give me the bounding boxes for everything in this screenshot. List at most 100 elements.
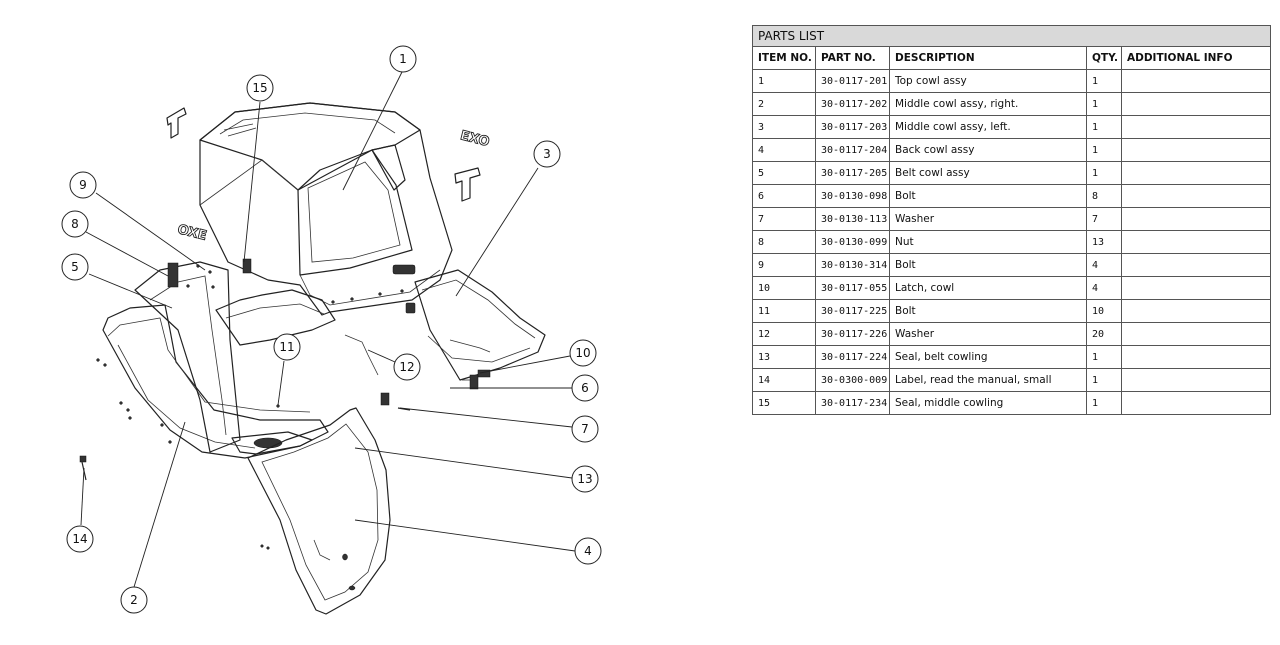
cell-part-no: 30-0117-204 — [815, 138, 890, 162]
balloon-14: 14 — [66, 525, 94, 553]
cell-qty: 1 — [1086, 138, 1122, 162]
cell-additional-info — [1120, 276, 1272, 300]
cell-additional-info — [1120, 299, 1272, 323]
cell-qty: 1 — [1086, 92, 1122, 116]
cell-additional-info — [1120, 92, 1272, 116]
cell-qty: 7 — [1086, 207, 1122, 231]
svg-text:9: 9 — [79, 178, 87, 192]
cell-description: Seal, middle cowling — [889, 391, 1087, 415]
balloon-13: 13 — [571, 465, 599, 493]
cell-description: Bolt — [889, 253, 1087, 277]
parts-list-header-row: ITEM NO. PART NO. DESCRIPTION QTY. ADDIT… — [752, 46, 1272, 70]
balloon-5: 5 — [61, 253, 89, 281]
cell-item-no: 1 — [752, 69, 816, 93]
svg-text:10: 10 — [575, 346, 590, 360]
cell-part-no: 30-0117-201 — [815, 69, 890, 93]
cell-additional-info — [1120, 230, 1272, 254]
cell-item-no: 9 — [752, 253, 816, 277]
balloon-1: 1 — [389, 45, 417, 73]
cell-description: Bolt — [889, 184, 1087, 208]
cell-qty: 13 — [1086, 230, 1122, 254]
cell-qty: 4 — [1086, 276, 1122, 300]
cell-part-no: 30-0117-055 — [815, 276, 890, 300]
cell-additional-info — [1120, 69, 1272, 93]
decal-oxe-logo: OXE — [176, 222, 208, 244]
svg-text:15: 15 — [252, 81, 267, 95]
cell-part-no: 30-0130-098 — [815, 184, 890, 208]
cell-item-no: 14 — [752, 368, 816, 392]
leader-lines — [80, 71, 576, 588]
cell-additional-info — [1120, 184, 1272, 208]
cell-item-no: 8 — [752, 230, 816, 254]
cell-additional-info — [1120, 322, 1272, 346]
cell-qty: 1 — [1086, 345, 1122, 369]
belt-cowl-drawing — [134, 258, 336, 453]
cell-part-no: 30-0117-225 — [815, 299, 890, 323]
cell-item-no: 15 — [752, 391, 816, 415]
cell-item-no: 4 — [752, 138, 816, 162]
svg-text:7: 7 — [581, 422, 589, 436]
balloon-12: 12 — [393, 353, 421, 381]
bolt-drawing — [380, 392, 411, 411]
cell-part-no: 30-0300-009 — [815, 368, 890, 392]
cell-additional-info — [1120, 391, 1272, 415]
cell-qty: 4 — [1086, 253, 1122, 277]
cell-additional-info — [1120, 253, 1272, 277]
back-cowl-drawing — [247, 407, 391, 615]
balloon-3: 3 — [533, 140, 561, 168]
cell-description: Top cowl assy — [889, 69, 1087, 93]
cell-description: Nut — [889, 230, 1087, 254]
cell-description: Bolt — [889, 299, 1087, 323]
decal-tt-right — [454, 167, 481, 202]
balloon-4: 4 — [574, 537, 602, 565]
svg-text:12: 12 — [399, 360, 414, 374]
svg-text:14: 14 — [72, 532, 87, 546]
exploded-view-diagram: OXE EXO 1 2 3 4 5 6 7 8 9 10 11 12 13 14… — [61, 45, 602, 615]
cell-part-no: 30-0130-099 — [815, 230, 890, 254]
cell-additional-info — [1120, 115, 1272, 139]
cell-part-no: 30-0117-234 — [815, 391, 890, 415]
cell-qty: 20 — [1086, 322, 1122, 346]
latch-drawing — [462, 369, 491, 390]
middle-cowl-left-drawing — [405, 269, 546, 381]
cell-item-no: 6 — [752, 184, 816, 208]
cell-qty: 1 — [1086, 391, 1122, 415]
header-description: DESCRIPTION — [889, 46, 1087, 70]
cell-part-no: 30-0117-224 — [815, 345, 890, 369]
cell-part-no: 30-0117-226 — [815, 322, 890, 346]
cell-additional-info — [1120, 368, 1272, 392]
balloon-7: 7 — [571, 415, 599, 443]
balloon-15: 15 — [246, 74, 274, 102]
cell-description: Back cowl assy — [889, 138, 1087, 162]
header-qty: QTY. — [1086, 46, 1122, 70]
cell-item-no: 10 — [752, 276, 816, 300]
cell-description: Seal, belt cowling — [889, 345, 1087, 369]
balloon-6: 6 — [571, 374, 599, 402]
cell-additional-info — [1120, 161, 1272, 185]
decal-tt-left — [166, 107, 187, 139]
seal-middle-cowling-drawing — [344, 334, 379, 376]
svg-text:1: 1 — [399, 52, 407, 66]
cell-qty: 8 — [1086, 184, 1122, 208]
cell-item-no: 7 — [752, 207, 816, 231]
cell-part-no: 30-0117-205 — [815, 161, 890, 185]
svg-text:13: 13 — [577, 472, 592, 486]
label-read-manual-drawing — [79, 455, 87, 481]
cell-qty: 1 — [1086, 69, 1122, 93]
cell-part-no: 30-0130-314 — [815, 253, 890, 277]
cell-item-no: 12 — [752, 322, 816, 346]
svg-text:3: 3 — [543, 147, 551, 161]
cell-description: Washer — [889, 322, 1087, 346]
header-part-no: PART NO. — [815, 46, 890, 70]
balloon-10: 10 — [569, 339, 597, 367]
cell-description: Middle cowl assy, left. — [889, 115, 1087, 139]
cell-additional-info — [1120, 138, 1272, 162]
